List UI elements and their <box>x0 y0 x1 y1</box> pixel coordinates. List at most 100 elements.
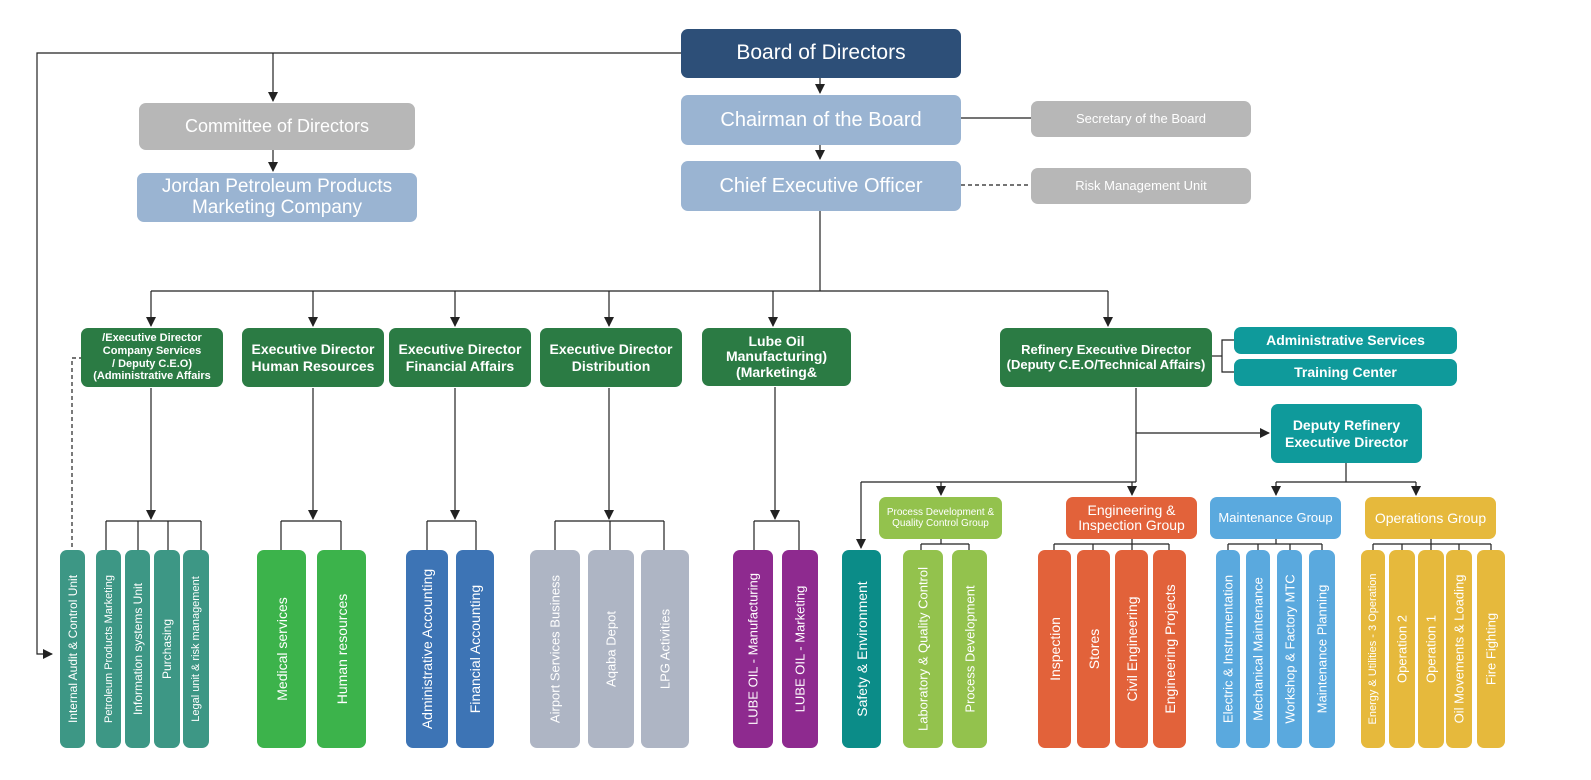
operations-group: Operations Group <box>1365 497 1496 539</box>
unit-financial-accounting: Financial Accounting <box>456 550 494 748</box>
civil-label: Civil Engineering <box>1123 596 1140 702</box>
unit-human-resources: Human resources <box>317 550 366 748</box>
lube-manufacturing-label: LUBE OIL - Manufacturing <box>745 573 761 725</box>
director-distribution: Executive Director Distribution <box>540 328 682 387</box>
inspection-label: Inspection <box>1046 617 1063 681</box>
maintenance-group-label: Maintenance Group <box>1218 509 1333 525</box>
unit-engineering-projects: Engineering Projects <box>1153 550 1186 748</box>
jordan-line-1: Jordan Petroleum Products <box>161 175 393 197</box>
unit-aqaba-depot: Aqaba Depot <box>588 550 634 748</box>
deputy-refinery-line-2: Executive Director <box>1285 433 1408 450</box>
distribution-director-line-2: Distribution <box>571 357 651 374</box>
unit-operation-2: Operation 2 <box>1389 550 1415 748</box>
lpg-label: LPG Activities <box>657 608 673 690</box>
admin-services-label: Administrative Services <box>1266 332 1425 349</box>
unit-purchasing: Purchasing <box>154 550 180 748</box>
unit-process-development: Process Development <box>952 550 987 748</box>
unit-lube-manufacturing: LUBE OIL - Manufacturing <box>733 550 773 748</box>
unit-administrative-accounting: Administrative Accounting <box>406 550 448 748</box>
committee-label: Committee of Directors <box>184 116 370 137</box>
lube-director-line-1: Lube Oil <box>748 332 805 349</box>
deputy-refinery-director: Deputy Refinery Executive Director <box>1271 404 1422 463</box>
operation2-label: Operation 2 <box>1394 615 1410 683</box>
admin-accounting-label: Administrative Accounting <box>419 568 435 730</box>
engineering-inspection-group: Engineering & Inspection Group <box>1066 497 1197 539</box>
jordan-line-2: Marketing Company <box>191 196 363 218</box>
unit-civil-engineering: Civil Engineering <box>1115 550 1148 748</box>
internal-audit-label: Internal Audit & Control Unit <box>65 574 80 724</box>
unit-medical-services: Medical services <box>257 550 306 748</box>
refinery-director-line-1: Refinery Executive Director <box>1021 341 1191 357</box>
unit-airport-services: Airport Services Business <box>530 550 580 748</box>
airport-label: Airport Services Business <box>547 574 563 724</box>
maint-planning-label: Maintenance Planning <box>1314 584 1330 714</box>
lube-director-line-3: (Marketing& <box>736 363 817 380</box>
unit-lpg-activities: LPG Activities <box>641 550 689 748</box>
financial-director-line-1: Executive Director <box>398 341 522 358</box>
chairman-of-the-board: Chairman of the Board <box>681 95 961 145</box>
oil-movements-label: Oil Movements & Loading <box>1451 574 1467 724</box>
chairman-label: Chairman of the Board <box>720 108 922 131</box>
unit-energy-utilities: Energy & Utilities - 3 Operation <box>1361 550 1385 748</box>
unit-petroleum-marketing: Petroleum Products Marketing <box>96 550 121 748</box>
hr-director-line-1: Executive Director <box>251 341 375 358</box>
legal-label: Legal unit & risk management <box>190 576 202 722</box>
jordan-petroleum-marketing: Jordan Petroleum Products Marketing Comp… <box>137 173 417 222</box>
company-services-line-3: / Deputy C.E.O) <box>111 357 193 370</box>
electric-label: Electric & Instrumentation <box>1220 574 1236 724</box>
lube-marketing-label: LUBE OIL - Marketing <box>792 585 808 713</box>
financial-accounting-label: Financial Accounting <box>467 584 483 714</box>
unit-lube-marketing: LUBE OIL - Marketing <box>782 550 818 748</box>
company-services-line-2: Company Services <box>102 344 202 357</box>
training-center: Training Center <box>1234 359 1457 386</box>
process-development-label: Process Development <box>962 585 977 713</box>
lube-director-line-2: Manufacturing) <box>725 348 828 365</box>
director-lube-oil: Lube Oil Manufacturing) (Marketing& <box>702 328 851 386</box>
fire-label: Fire Fighting <box>1483 612 1499 686</box>
distribution-director-line-1: Executive Director <box>549 341 673 358</box>
unit-legal: Legal unit & risk management <box>183 550 209 748</box>
information-systems-label: Information systems Unit <box>130 582 145 716</box>
operations-group-label: Operations Group <box>1374 509 1487 526</box>
unit-safety-environment: Safety & Environment <box>842 550 881 748</box>
unit-operation-1: Operation 1 <box>1418 550 1444 748</box>
company-services-line-4: (Administrative Affairs <box>93 370 211 383</box>
engineering-group-line-1: Engineering & <box>1087 501 1176 518</box>
process-group-line-2: Quality Control Group <box>892 518 989 529</box>
deputy-refinery-line-1: Deputy Refinery <box>1292 417 1401 434</box>
laboratory-label: Laboratory & Quality Control <box>915 566 931 732</box>
financial-director-line-2: Financial Affairs <box>405 357 515 374</box>
purchasing-label: Purchasing <box>160 618 174 680</box>
unit-information-systems: Information systems Unit <box>125 550 150 748</box>
mechanical-label: Mechanical Maintenance <box>1250 577 1266 721</box>
administrative-services: Administrative Services <box>1234 327 1457 354</box>
unit-laboratory: Laboratory & Quality Control <box>903 550 943 748</box>
unit-fire-fighting: Fire Fighting <box>1477 550 1505 748</box>
unit-internal-audit: Internal Audit & Control Unit <box>60 550 85 748</box>
engineering-group-line-2: Inspection Group <box>1078 517 1185 533</box>
training-center-label: Training Center <box>1294 364 1397 381</box>
risk-label: Risk Management Unit <box>1075 177 1207 193</box>
director-refinery: Refinery Executive Director (Deputy C.E.… <box>1000 328 1212 387</box>
board-label: Board of Directors <box>736 41 906 65</box>
unit-stores: Stores <box>1077 550 1110 748</box>
director-company-services: /Executive Director Company Services / D… <box>81 328 223 387</box>
unit-workshop: Workshop & Factory MTC <box>1277 550 1302 748</box>
workshop-label: Workshop & Factory MTC <box>1282 574 1297 724</box>
unit-maintenance-planning: Maintenance Planning <box>1309 550 1335 748</box>
chief-executive-officer: Chief Executive Officer <box>681 161 961 211</box>
risk-management-unit: Risk Management Unit <box>1031 168 1251 204</box>
committee-of-directors: Committee of Directors <box>139 103 415 150</box>
energy-label: Energy & Utilities - 3 Operation <box>1367 573 1379 725</box>
petroleum-marketing-label: Petroleum Products Marketing <box>102 575 115 723</box>
refinery-director-line-2: (Deputy C.E.O/Technical Affairs) <box>1006 356 1206 372</box>
safety-label: Safety & Environment <box>853 581 870 717</box>
company-services-line-1: /Executive Director <box>102 332 202 345</box>
operation1-label: Operation 1 <box>1423 615 1439 683</box>
unit-electric-instrumentation: Electric & Instrumentation <box>1216 550 1240 748</box>
director-human-resources: Executive Director Human Resources <box>242 328 384 387</box>
unit-mechanical-maintenance: Mechanical Maintenance <box>1246 550 1270 748</box>
board-of-directors: Board of Directors <box>681 29 961 78</box>
